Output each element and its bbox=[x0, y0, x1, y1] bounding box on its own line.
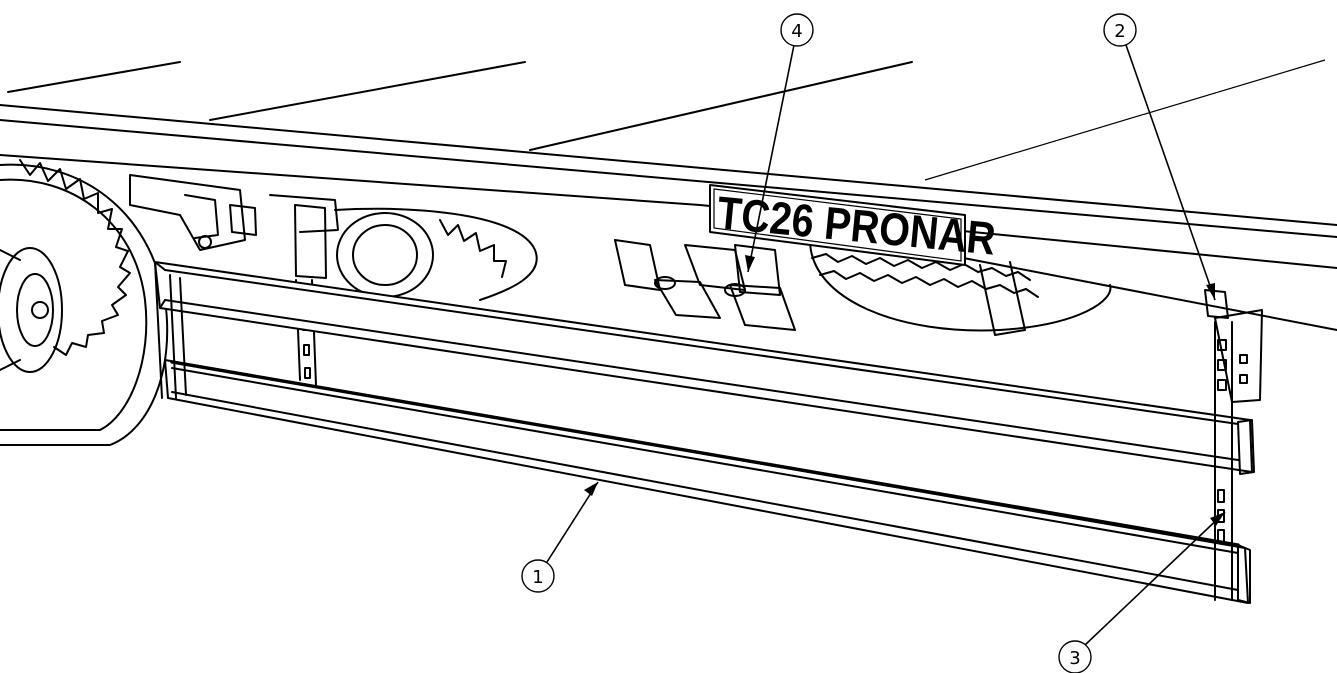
callouts: 1 2 3 4 bbox=[521, 13, 1226, 673]
lower-rail bbox=[164, 359, 1251, 604]
callout-4-label: 4 bbox=[791, 21, 802, 42]
callout-3-label: 3 bbox=[1069, 648, 1080, 669]
arrowhead-4 bbox=[745, 255, 755, 272]
callout-4: 4 bbox=[780, 13, 814, 47]
callout-1-label: 1 bbox=[532, 567, 543, 588]
spare-wheel bbox=[809, 239, 1112, 336]
suspension-assembly bbox=[129, 174, 339, 386]
arrowhead-3 bbox=[1210, 512, 1225, 526]
arrowhead-1 bbox=[584, 482, 598, 496]
upper-rail bbox=[154, 261, 1255, 475]
callout-3: 3 bbox=[1058, 640, 1092, 673]
callout-2-label: 2 bbox=[1114, 21, 1125, 42]
arrowhead-2 bbox=[1206, 283, 1215, 300]
callout-2: 2 bbox=[1103, 13, 1137, 47]
left-wheel bbox=[0, 159, 169, 446]
nameplate: TC26 PRONAR bbox=[709, 184, 998, 266]
deck-surface bbox=[7, 59, 1326, 181]
rear-post-assembly bbox=[1204, 289, 1263, 601]
reflector-lamps bbox=[614, 239, 796, 331]
callout-1: 1 bbox=[521, 559, 555, 593]
left-vertical-posts bbox=[154, 261, 187, 399]
